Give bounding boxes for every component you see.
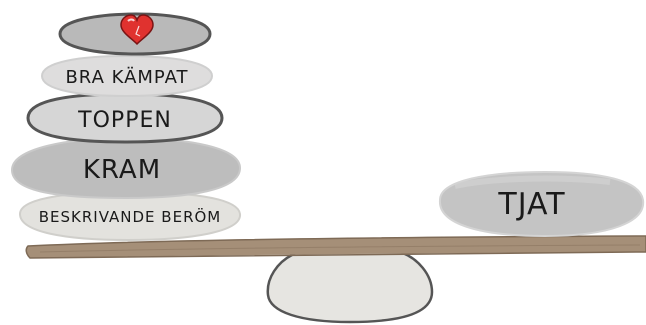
- beskrivande-berom-label: BESKRIVANDE BERÖM: [39, 207, 222, 226]
- tjat-label: TJAT: [497, 187, 565, 222]
- fulcrum-stone: [266, 247, 434, 324]
- bra-kampat-label: BRA KÄMPAT: [65, 67, 188, 88]
- seesaw-plank: [25, 235, 646, 259]
- stone-heart: [58, 12, 212, 56]
- stone-beskrivande-berom: BESKRIVANDE BERÖM: [18, 190, 242, 242]
- heart-icon: [120, 14, 154, 46]
- tjat-stone: TJAT: [438, 170, 645, 238]
- stone-kram: KRAM: [10, 136, 242, 200]
- stone-bra-kampat: BRA KÄMPAT: [40, 54, 214, 98]
- toppen-label: TOPPEN: [77, 108, 172, 133]
- kram-label: KRAM: [83, 155, 161, 185]
- stone-toppen: TOPPEN: [26, 92, 224, 144]
